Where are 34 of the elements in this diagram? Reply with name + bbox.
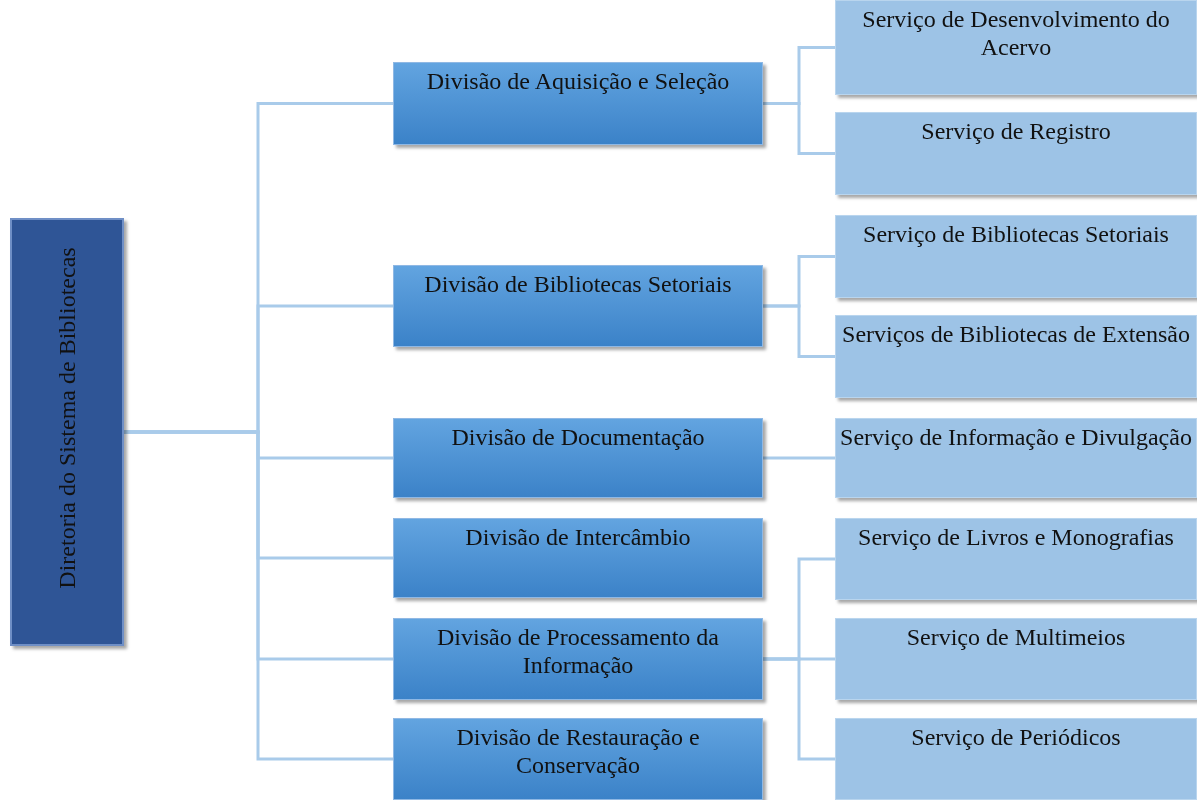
connector-line [763, 304, 835, 358]
box-label: Serviço de Bibliotecas Setoriais [862, 220, 1170, 248]
service-box [835, 418, 1197, 498]
connector-line [763, 102, 835, 155]
service-box [835, 215, 1197, 298]
division-box [393, 718, 763, 800]
service-box [835, 618, 1197, 700]
service-box [835, 0, 1197, 95]
connector-line [763, 657, 835, 761]
box-label: Serviço de Periódicos [910, 723, 1122, 751]
service-box [835, 112, 1197, 195]
service-box [835, 315, 1197, 398]
connector-line [763, 456, 835, 460]
box-label: Serviço de Informação e Divulgação [840, 423, 1192, 451]
box-label: Serviço de Multimeios [905, 623, 1127, 651]
division-box [393, 418, 763, 498]
box-label: Divisão de Intercâmbio [464, 523, 692, 551]
box-label: Serviços de Bibliotecas de Extensão [841, 320, 1191, 348]
root-box [10, 218, 124, 646]
division-box [393, 265, 763, 347]
box-label: Serviço de Livros e Monografias [857, 523, 1175, 551]
box-label: Divisão de Bibliotecas Setoriais [423, 270, 733, 298]
service-box [835, 718, 1197, 800]
division-box [393, 62, 763, 145]
division-box [393, 518, 763, 598]
box-label: Divisão de Restauração e Conservação [455, 723, 701, 779]
box-label: Serviço de Desenvolvimento do Acervo [861, 5, 1171, 61]
box-label: Divisão de Aquisição e Seleção [425, 67, 731, 95]
box-label: Serviço de Registro [920, 117, 1112, 145]
box-label: Divisão de Processamento da Informação [436, 623, 720, 679]
division-box [393, 618, 763, 700]
box-label: Divisão de Documentação [450, 423, 706, 451]
root-title: Diretoria do Sistema de Bibliotecas [53, 246, 81, 591]
service-box [835, 518, 1197, 600]
